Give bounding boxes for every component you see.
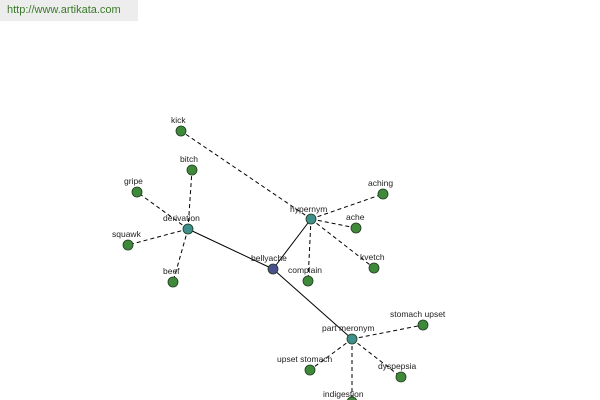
leaf-node-marker[interactable]: [167, 276, 179, 288]
leaf-node-label[interactable]: bitch: [180, 154, 198, 164]
leaf-node-label[interactable]: stomach upset: [390, 309, 446, 319]
leaf-node-marker[interactable]: [377, 188, 389, 200]
node-ache[interactable]: ache: [346, 212, 365, 234]
edge-hypernym-kick: [180, 130, 312, 220]
node-indigestion[interactable]: indigestion: [323, 389, 364, 400]
node-stomach-upset[interactable]: stomach upset: [390, 309, 446, 331]
leaf-node-marker[interactable]: [175, 125, 187, 137]
node-hypernym[interactable]: hypernym: [290, 204, 327, 225]
relation-node-label[interactable]: hypernym: [290, 204, 327, 214]
leaf-node-label[interactable]: aching: [368, 178, 393, 188]
leaf-node-marker[interactable]: [186, 164, 198, 176]
graph-nodes: kick aching ache kvetch complain bitch gripe sq…: [112, 115, 446, 400]
node-aching[interactable]: aching: [368, 178, 393, 200]
leaf-node-label[interactable]: complain: [288, 265, 322, 275]
leaf-node-label[interactable]: ache: [346, 212, 365, 222]
leaf-node-label[interactable]: upset stomach: [277, 354, 333, 364]
site-url-link[interactable]: http://www.artikata.com: [7, 4, 121, 16]
leaf-node-marker[interactable]: [122, 239, 134, 251]
node-part-meronym[interactable]: part meronym: [322, 323, 374, 345]
leaf-node-label[interactable]: squawk: [112, 229, 142, 239]
edge-derivation-squawk: [127, 228, 189, 246]
node-kvetch[interactable]: kvetch: [360, 252, 385, 274]
leaf-node-marker[interactable]: [302, 275, 314, 287]
leaf-node-marker[interactable]: [368, 262, 380, 274]
node-dyspepsia[interactable]: dyspepsia: [378, 361, 417, 383]
node-squawk[interactable]: squawk: [112, 229, 142, 251]
relation-node-label[interactable]: derivation: [163, 213, 200, 223]
leaf-node-marker[interactable]: [131, 186, 143, 198]
edge-derivation-gripe: [136, 191, 189, 230]
leaf-node-marker[interactable]: [304, 364, 316, 376]
edge-hypernym-aching: [310, 193, 384, 220]
center-node-marker[interactable]: [267, 263, 279, 275]
edge-hypernym-kvetch: [310, 218, 375, 269]
leaf-node-label[interactable]: kick: [171, 115, 186, 125]
edge-part-meronym-stomach-upset: [351, 324, 424, 340]
leaf-node-marker[interactable]: [346, 396, 358, 400]
leaf-node-label[interactable]: beef: [163, 266, 180, 276]
leaf-node-marker[interactable]: [350, 222, 362, 234]
leaf-node-label[interactable]: indigestion: [323, 389, 364, 399]
edge-center-hypernym: [272, 218, 312, 270]
leaf-node-marker[interactable]: [417, 319, 429, 331]
node-bitch[interactable]: bitch: [180, 154, 198, 176]
node-upset-stomach[interactable]: upset stomach: [277, 354, 333, 376]
center-node-label[interactable]: bellyache: [251, 253, 287, 263]
graph-edges: [127, 130, 424, 400]
edge-center-derivation: [187, 228, 274, 270]
edge-derivation-beef: [172, 228, 189, 283]
leaf-node-label[interactable]: kvetch: [360, 252, 385, 262]
leaf-node-marker[interactable]: [395, 371, 407, 383]
edge-derivation-bitch: [187, 169, 193, 230]
node-complain[interactable]: complain: [288, 265, 322, 287]
node-beef[interactable]: beef: [163, 266, 180, 288]
edge-part-meronym-dyspepsia: [351, 338, 402, 378]
edge-hypernym-ache: [310, 218, 357, 229]
edge-hypernym-complain: [307, 218, 312, 282]
node-gripe[interactable]: gripe: [124, 176, 143, 198]
relation-node-marker[interactable]: [182, 223, 194, 235]
relation-node-marker[interactable]: [346, 333, 358, 345]
leaf-node-label[interactable]: gripe: [124, 176, 143, 186]
edge-part-meronym-upset-stomach: [309, 338, 353, 371]
edge-center-part-meronym: [272, 268, 353, 340]
node-kick[interactable]: kick: [171, 115, 187, 137]
relation-node-label[interactable]: part meronym: [322, 323, 374, 333]
node-derivation[interactable]: derivation: [163, 213, 200, 235]
relation-node-marker[interactable]: [305, 213, 317, 225]
url-bar: http://www.artikata.com: [0, 0, 138, 21]
leaf-node-label[interactable]: dyspepsia: [378, 361, 417, 371]
node-bellyache[interactable]: bellyache: [251, 253, 287, 275]
